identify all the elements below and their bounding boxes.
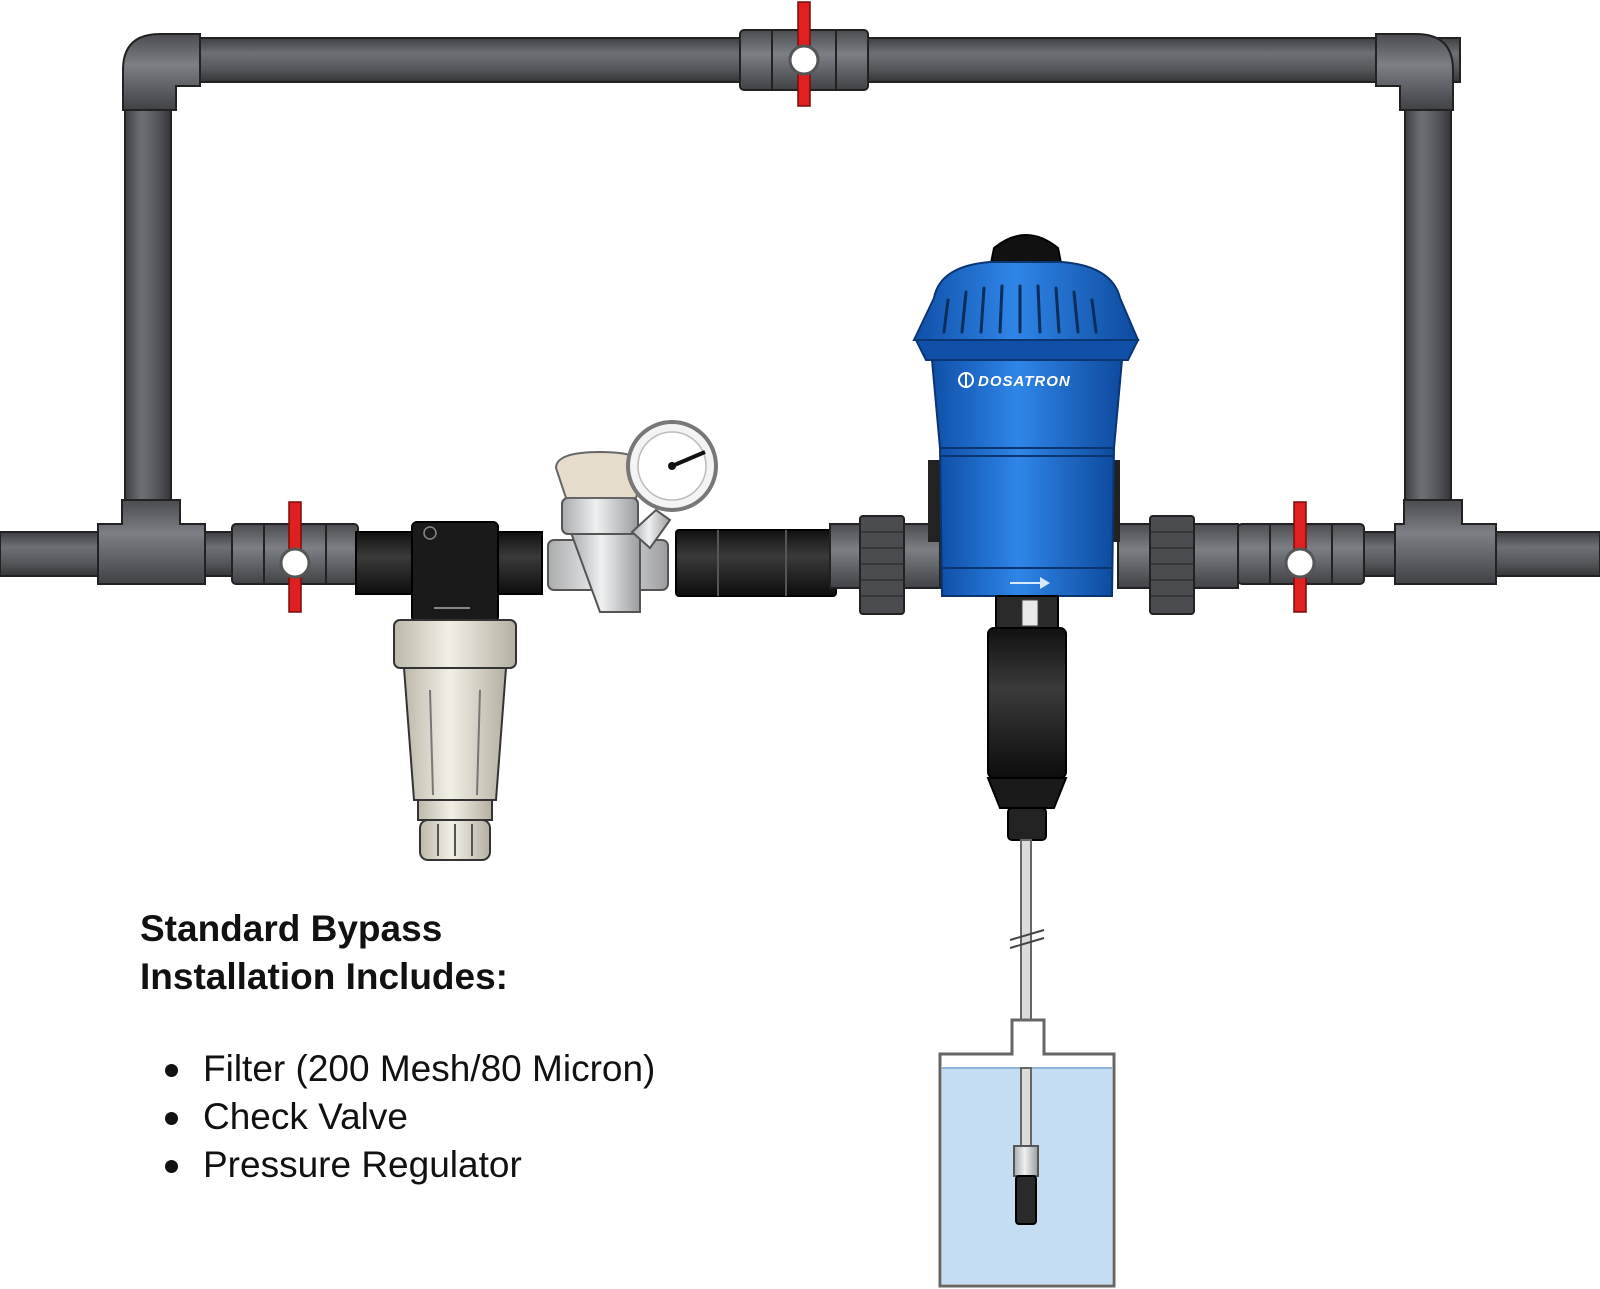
included-items-list: Filter (200 Mesh/80 Micron) Check Valve … (140, 1045, 655, 1189)
pressure-regulator-icon (547, 450, 672, 613)
inlet-union-icon (829, 515, 941, 615)
caption-title: Standard Bypass Installation Includes: (140, 905, 655, 1001)
inlet-ball-valve-icon[interactable] (231, 501, 359, 613)
list-item: Pressure Regulator (164, 1141, 655, 1189)
filter-icon (355, 521, 543, 861)
chemical-tank-icon (938, 839, 1116, 1288)
check-valve-icon (675, 529, 837, 597)
dosatron-logo-icon (958, 372, 974, 388)
dosatron-injector-icon: DOSATRON (912, 234, 1140, 841)
caption-title-line1: Standard Bypass (140, 908, 443, 949)
bypass-ball-valve-icon[interactable] (739, 1, 869, 107)
list-item: Filter (200 Mesh/80 Micron) (164, 1045, 655, 1093)
pressure-gauge-icon (626, 420, 718, 512)
flow-arrow-icon (1010, 577, 1050, 589)
list-item: Check Valve (164, 1093, 655, 1141)
bypass-pipe (122, 33, 1461, 521)
dosatron-brand-label: DOSATRON (978, 373, 1071, 390)
caption-title-line2: Installation Includes: (140, 956, 508, 997)
outlet-union-icon (1117, 515, 1239, 615)
installation-caption: Standard Bypass Installation Includes: F… (140, 905, 655, 1189)
outlet-ball-valve-icon[interactable] (1237, 501, 1365, 613)
